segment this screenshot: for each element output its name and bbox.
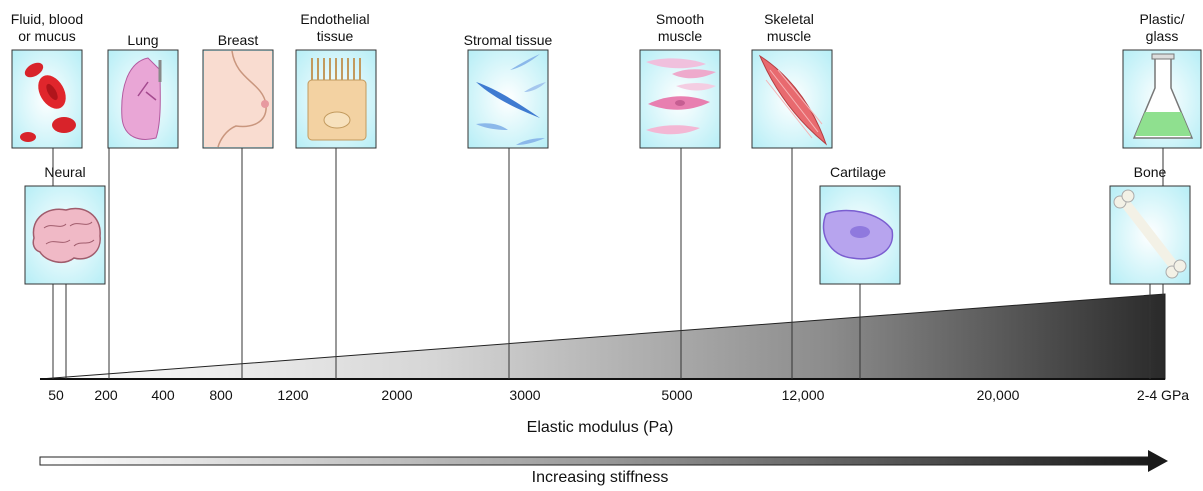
flask-icon (1132, 53, 1194, 139)
tick-label: 5000 (661, 387, 693, 403)
tick-label: 2-4 GPa (1136, 387, 1190, 403)
breast-icon (204, 50, 272, 148)
stiffness-wedge (39, 293, 1166, 380)
label-cartilage: Cartilage (829, 164, 887, 180)
label-plastic: Plastic/ glass (1139, 11, 1185, 44)
label-breast: Breast (217, 32, 259, 48)
chondrocyte-icon (822, 209, 894, 260)
label-fluid: Fluid, blood or mucus (10, 11, 84, 44)
panel-fluid (11, 49, 83, 149)
axis-title: Elastic modulus (Pa) (526, 419, 674, 436)
label-skeletal: Skeletal muscle (764, 11, 814, 44)
tick-label: 200 (94, 387, 118, 403)
panel-skeletal (751, 49, 833, 149)
bone-icon (1113, 189, 1187, 279)
smooth-muscle-cells-icon (646, 58, 716, 135)
label-stromal: Stromal tissue (463, 32, 553, 48)
panel-neural (24, 185, 106, 285)
label-bone: Bone (1133, 164, 1167, 180)
label-endothelial: Endothelial tissue (300, 11, 370, 44)
skeletal-muscle-icon (758, 54, 828, 146)
label-lung: Lung (127, 32, 159, 48)
endothelial-cells-icon (307, 58, 367, 141)
tick-label: 3000 (509, 387, 541, 403)
stiffness-arrow (39, 450, 1168, 472)
tick-label: 800 (209, 387, 233, 403)
tick-label: 2000 (381, 387, 413, 403)
panel-cartilage (819, 185, 901, 285)
tick-label: 50 (48, 387, 64, 403)
panel-lung (107, 49, 179, 149)
panel-smooth (639, 49, 721, 149)
red-blood-cells-icon (20, 62, 76, 142)
stromal-cells-icon (476, 54, 546, 145)
tick-label: 1200 (277, 387, 309, 403)
brain-icon (32, 207, 101, 264)
tick-label: 400 (151, 387, 175, 403)
panel-plastic (1122, 49, 1202, 149)
tick-label: 12,000 (781, 387, 825, 403)
panel-bone (1109, 185, 1191, 285)
label-neural: Neural (44, 164, 86, 180)
tick-label: 20,000 (976, 387, 1020, 403)
lung-icon (121, 57, 162, 140)
label-smooth: Smooth muscle (655, 11, 705, 44)
panel-endothelial (295, 49, 377, 149)
panel-stromal (467, 49, 549, 149)
panel-breast (202, 49, 274, 149)
arrow-label: Increasing stiffness (531, 469, 669, 486)
